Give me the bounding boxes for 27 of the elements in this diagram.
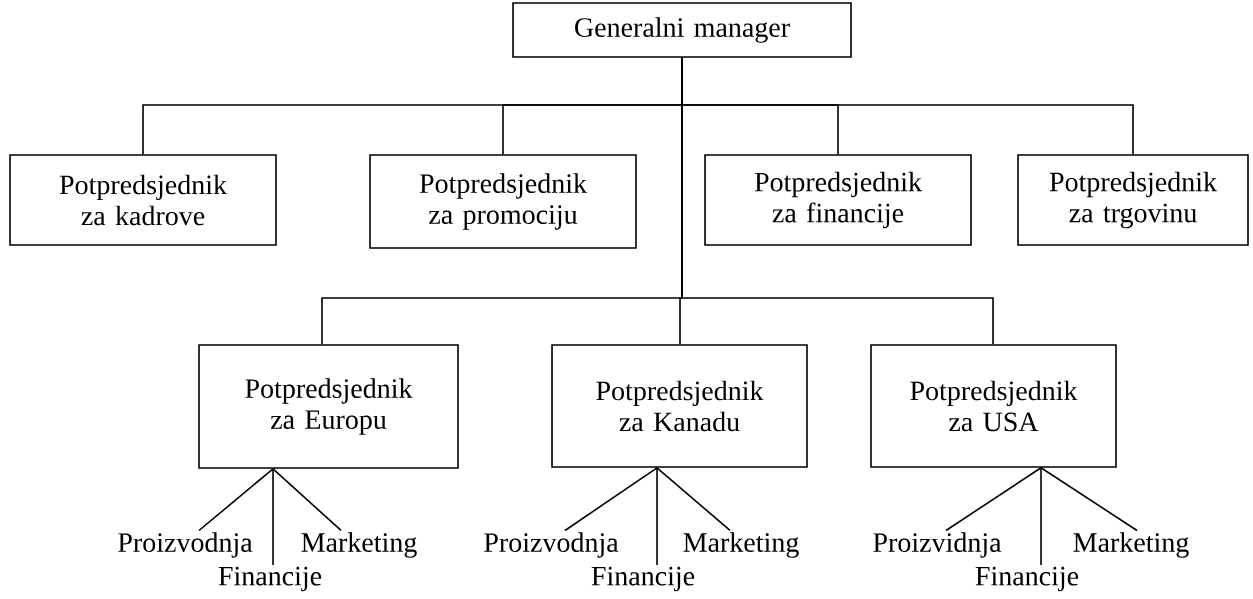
connector-line — [564, 467, 658, 532]
manager-box: Generalni manager — [512, 2, 852, 58]
position-box: Potpredsjednik za financije — [704, 154, 972, 246]
department-label: Proizvidnja — [873, 532, 1002, 558]
connector-line — [198, 468, 274, 532]
position-box: Potpredsjednik za Kanadu — [551, 344, 808, 468]
position-box: Potpredsjednik za kadrove — [9, 154, 277, 246]
department-label: Proizvodnja — [118, 532, 253, 558]
connector-line — [272, 468, 342, 532]
connector-line — [945, 467, 1042, 532]
connector-line — [656, 467, 658, 566]
connector-line — [656, 467, 731, 532]
department-label: Marketing — [683, 532, 799, 558]
position-box: Potpredsjednik za promociju — [369, 154, 637, 249]
department-label: Marketing — [301, 532, 417, 558]
department-label: Marketing — [1073, 532, 1189, 558]
department-label: Financije — [975, 566, 1079, 592]
department-label: Financije — [591, 566, 695, 592]
department-label: Financije — [218, 566, 322, 592]
connector-line — [1040, 467, 1042, 566]
connector-line — [1040, 467, 1138, 532]
connector-line — [272, 468, 274, 566]
position-box: Potpredsjednik za Europu — [198, 344, 459, 469]
connector-line — [681, 57, 994, 345]
department-label: Proizvodnja — [484, 532, 619, 558]
position-box: Potpredsjednik za USA — [870, 344, 1117, 468]
position-box: Potpredsjednik za trgovinu — [1017, 154, 1249, 246]
